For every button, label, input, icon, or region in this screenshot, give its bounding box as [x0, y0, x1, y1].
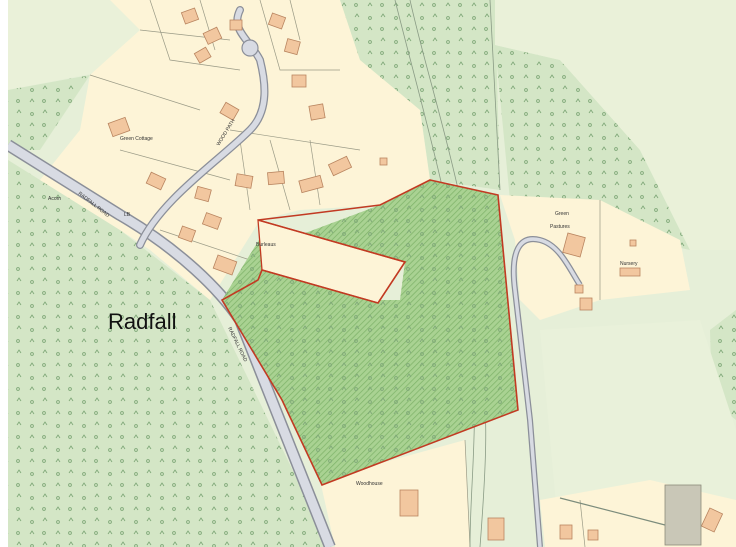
residential-east — [500, 195, 690, 320]
large-barn — [664, 484, 702, 546]
residential-south — [320, 440, 470, 547]
woodland-west-symbols — [8, 160, 330, 547]
frame-left — [0, 0, 8, 547]
side-lane-fill — [137, 7, 268, 248]
house-label-lb: LB — [124, 212, 131, 218]
house-label-green-cottage: Green Cottage — [120, 136, 153, 142]
house-label-woodhouse: Woodhouse — [356, 481, 383, 487]
field-north-east — [495, 0, 736, 250]
east-drive-fill — [512, 237, 582, 547]
turning-head — [241, 39, 259, 57]
woodland-north-symbols — [330, 0, 500, 190]
plot-lines — [89, 0, 601, 547]
house-label-green-pastures: Pastures — [550, 224, 570, 230]
outbuilding-label: Nursery — [620, 261, 638, 267]
place-label-radfall: Radfall — [108, 309, 176, 334]
house-label-acorn: Acorn — [48, 196, 61, 202]
site-boundary-line — [220, 179, 519, 487]
south-east-fence — [559, 497, 666, 526]
house-label-green-pastures-1: Green — [555, 211, 569, 217]
house-label-burleaus: Burleaus — [256, 242, 276, 248]
buildings — [107, 7, 724, 541]
woodland-west-strip-symbols — [8, 75, 90, 150]
